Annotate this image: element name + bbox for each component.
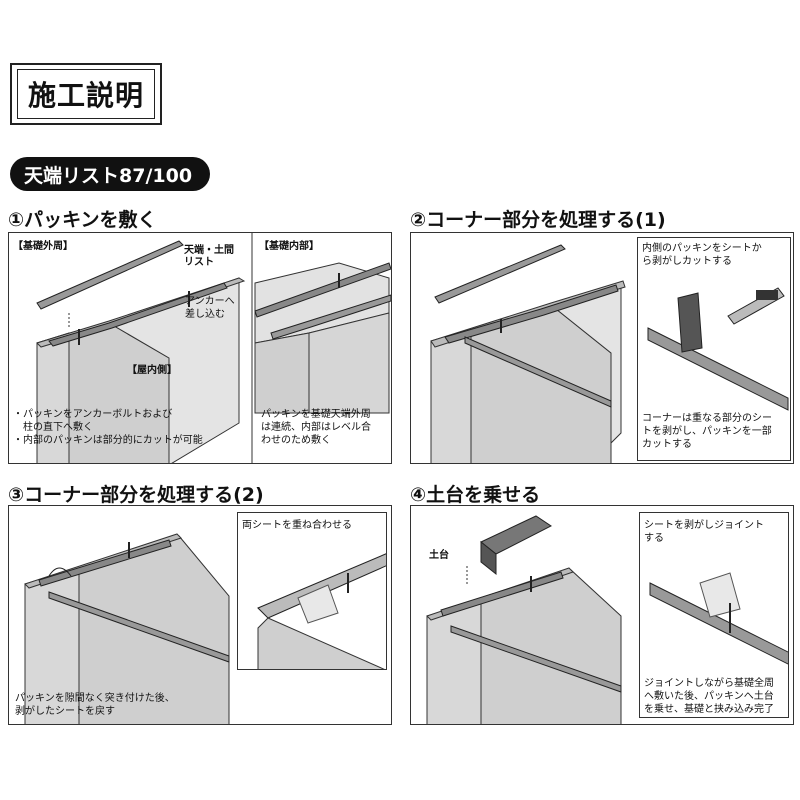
panel-step-4: 土台 シートを剥がしジョイント する ジョイントしながら基礎全周 へ敷いた後、パ… bbox=[410, 505, 794, 725]
note-left-line1: ・パッキンをアンカーボルトおよび bbox=[13, 409, 173, 420]
label-foundation-inner: 【基礎内部】 bbox=[259, 241, 319, 252]
step-2-illustration bbox=[430, 244, 626, 463]
label-foundation-outer: 【基礎外周】 bbox=[13, 241, 73, 252]
callout-anchor-line2: 差し込む bbox=[185, 309, 225, 320]
inset-step-4: シートを剥がしジョイント する ジョイントしながら基礎全周 へ敷いた後、パッキン… bbox=[639, 512, 789, 718]
inset-4-bottom-line1: ジョイントしながら基礎全周 bbox=[644, 678, 774, 689]
inset-3-illustration bbox=[257, 553, 386, 669]
callout-anchor-line1: アンカーへ bbox=[185, 296, 235, 307]
step-1-illustration bbox=[36, 233, 391, 463]
panel-step-2: 内側のパッキンをシートか ら剥がしカットする コーナーは重なる部分のシー トを剥… bbox=[410, 232, 794, 464]
inset-4-bottom-line3: を乗せ、基礎と挟み込み完了 bbox=[644, 704, 774, 715]
inset-4-bottom-line2: へ敷いた後、パッキンへ土台 bbox=[644, 691, 774, 702]
step-3-illustration bbox=[24, 533, 230, 724]
inset-4-illustration bbox=[649, 572, 788, 665]
inset-step-2: 内側のパッキンをシートか ら剥がしカットする コーナーは重なる部分のシー トを剥… bbox=[637, 237, 791, 461]
note-right-line3: わせのため敷く bbox=[261, 435, 331, 446]
inset-4-top-line1: シートを剥がしジョイント bbox=[644, 520, 764, 531]
callout-strip-line1: 天端・土間 bbox=[184, 245, 234, 256]
page-title: 施工説明 bbox=[17, 69, 155, 119]
inset-step-3: 両シートを重ね合わせる bbox=[237, 512, 387, 670]
panel-step-1: 【基礎外周】 【基礎内部】 【屋内側】 天端・土間 リスト アンカーへ 差し込む… bbox=[8, 232, 392, 464]
inset-2-top-line1: 内側のパッキンをシートか bbox=[642, 243, 762, 254]
inset-2-bottom-line2: トを剥がし、パッキンを一部 bbox=[642, 426, 772, 437]
inset-2-top-line2: ら剥がしカットする bbox=[642, 256, 732, 267]
inset-2-bottom-line3: カットする bbox=[642, 439, 692, 450]
callout-strip-line2: リスト bbox=[184, 257, 214, 268]
section-1-title: ①パッキンを敷く bbox=[8, 209, 157, 231]
note-left-line3: ・内部のパッキンは部分的にカットが可能 bbox=[13, 435, 203, 446]
note-left-line2: 柱の直下へ敷く bbox=[13, 422, 93, 433]
label-indoor-side: 【屋内側】 bbox=[127, 365, 177, 376]
inset-4-top-line2: する bbox=[644, 533, 664, 544]
note-right-line1: パッキンを基礎天端外周 bbox=[261, 409, 371, 420]
inset-3-top-line1: 両シートを重ね合わせる bbox=[242, 520, 352, 531]
note-right-line2: は連続、内部はレベル合 bbox=[261, 422, 371, 433]
inset-2-bottom-line1: コーナーは重なる部分のシー bbox=[642, 413, 772, 424]
callout-sill: 土台 bbox=[429, 550, 449, 561]
inset-2-illustration bbox=[647, 287, 789, 411]
section-4-title: ④土台を乗せる bbox=[410, 484, 541, 506]
panel-step-3: 両シートを重ね合わせる パッキンを隙間なく突き付けた後、 剥がしたシートを戻す bbox=[8, 505, 392, 725]
step-4-illustration bbox=[426, 515, 622, 724]
note-3-line2: 剥がしたシートを戻す bbox=[15, 706, 115, 717]
note-3-line1: パッキンを隙間なく突き付けた後、 bbox=[15, 693, 175, 704]
product-name-pill: 天端リスト87/100 bbox=[10, 157, 210, 191]
page-title-box: 施工説明 bbox=[10, 63, 162, 125]
section-2-title: ②コーナー部分を処理する(1) bbox=[410, 209, 666, 231]
section-3-title: ③コーナー部分を処理する(2) bbox=[8, 484, 264, 506]
